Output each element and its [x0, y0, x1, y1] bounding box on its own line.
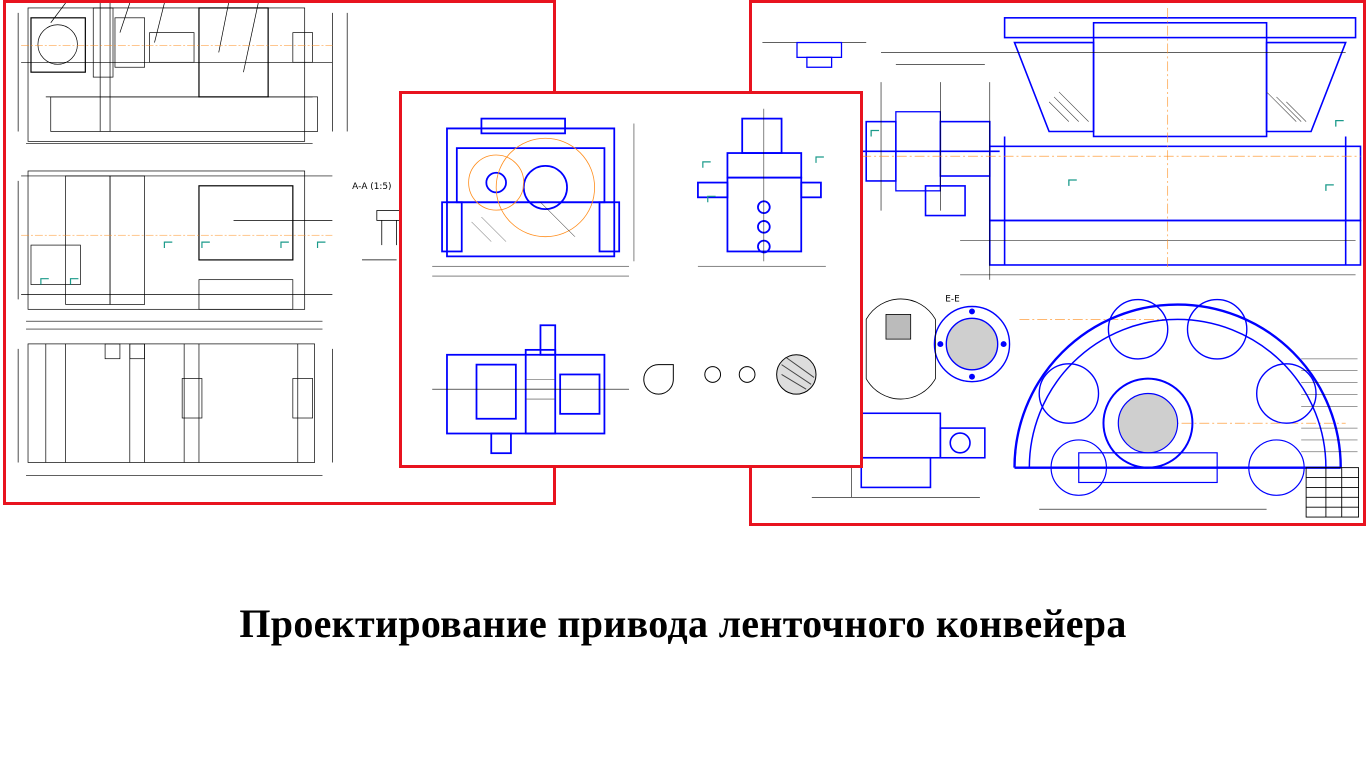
page-title: Проектирование привода ленточного конвей…: [239, 601, 1127, 646]
motor-outline: [30, 17, 86, 73]
section-label-ee: Е-Е: [945, 295, 960, 305]
gearbox-svg: [432, 108, 826, 455]
flange-section: [933, 305, 1011, 383]
drum-rim: [1003, 17, 1357, 39]
title-block: [1305, 467, 1359, 518]
gearbox-drawing: [399, 91, 863, 468]
gearbox-side-view: [741, 117, 783, 154]
section-label: А-А (1:5): [352, 182, 391, 192]
frame-view: [27, 343, 315, 463]
top-view-frame: [27, 7, 306, 142]
drive-assembly-svg: А-А (1:5): [17, 3, 407, 476]
gearbox-front-view: [446, 127, 616, 258]
drum-body: [988, 145, 1362, 222]
pulley-wheel: [1013, 303, 1342, 468]
plan-view-frame: [27, 170, 306, 310]
drum-assembly-svg: Е-Е: [762, 7, 1362, 518]
motor-housing: [860, 412, 942, 459]
